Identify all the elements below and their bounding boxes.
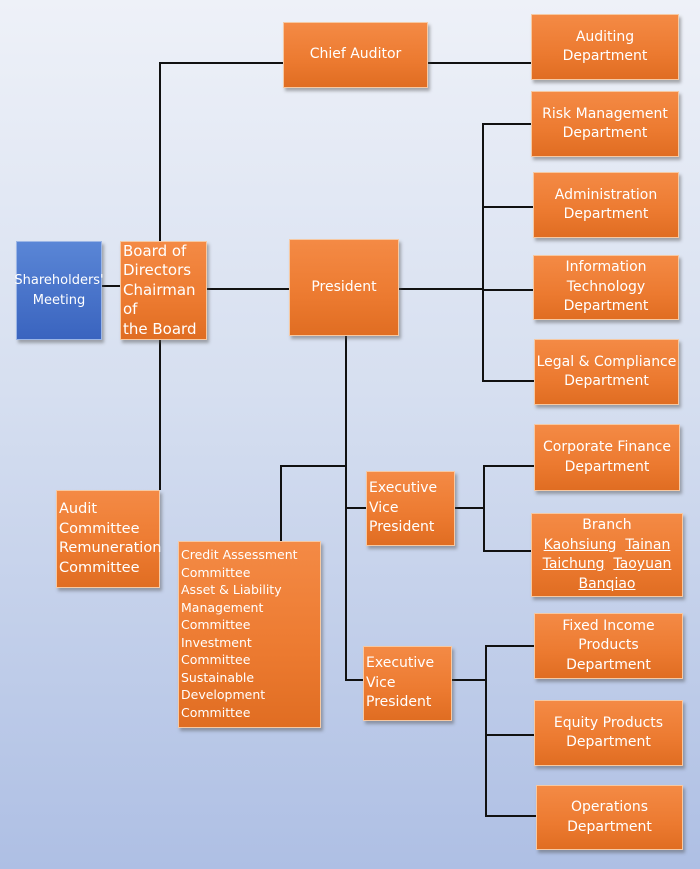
shareholders-meeting-box: Shareholders' Meeting xyxy=(14,241,104,340)
label: Corporate Finance xyxy=(543,439,671,455)
label: Administration xyxy=(554,186,658,203)
connector xyxy=(482,206,533,208)
label: Department xyxy=(566,656,651,673)
connector xyxy=(485,734,534,736)
label: Committee xyxy=(181,704,251,720)
connector xyxy=(483,465,534,467)
label: Department xyxy=(563,206,649,222)
connector xyxy=(345,679,363,681)
label: Branch xyxy=(582,517,632,533)
label: Committee xyxy=(181,652,251,667)
label: Department xyxy=(564,458,650,475)
label: Operations xyxy=(571,799,648,815)
label: Department xyxy=(562,125,648,141)
label: Technology xyxy=(566,278,646,295)
connector xyxy=(280,465,346,467)
label: Risk Management xyxy=(542,105,668,122)
label: Development xyxy=(181,687,266,702)
label: Credit Assessment xyxy=(181,547,298,562)
label: Legal & Compliance xyxy=(536,353,677,370)
label: Executive xyxy=(366,655,435,672)
connector xyxy=(159,62,161,242)
label: Equity Products xyxy=(553,714,664,731)
label: Audit xyxy=(59,501,98,517)
connector xyxy=(455,507,484,509)
connector xyxy=(483,465,485,552)
label: Fixed Income xyxy=(562,617,655,634)
branch-box: Branch Kaohsiung Tainan Taichung Taoyuan… xyxy=(531,513,683,597)
branch-link-banqiao[interactable]: Banqiao xyxy=(578,575,636,592)
label: Sustainable xyxy=(181,669,255,685)
label: Committee xyxy=(181,617,251,632)
label: Products xyxy=(578,637,639,654)
label: Executive xyxy=(369,480,438,497)
label: Department xyxy=(566,734,651,750)
label: Committee xyxy=(59,520,140,537)
connector xyxy=(399,288,483,290)
label: Department xyxy=(563,298,649,315)
connector xyxy=(485,645,534,647)
connector xyxy=(485,815,536,817)
label: Asset & Liability xyxy=(181,582,282,597)
connector xyxy=(482,123,484,382)
connector xyxy=(280,465,282,541)
label: Directors xyxy=(123,261,192,280)
label: President xyxy=(369,519,435,536)
connector xyxy=(452,679,486,681)
connector xyxy=(102,285,120,287)
label: Shareholders' Meeting xyxy=(14,273,104,308)
label: Remuneration xyxy=(59,540,162,556)
label: Auditing xyxy=(575,28,635,45)
connector xyxy=(483,550,531,552)
branch-link-tainan[interactable]: Tainan xyxy=(625,536,671,553)
label: Board of xyxy=(123,241,187,260)
chief-auditor-box: Chief Auditor xyxy=(283,22,428,88)
branch-link-taichung[interactable]: Taichung xyxy=(542,556,605,572)
label: President xyxy=(311,278,377,295)
label: Information xyxy=(565,259,647,276)
label: Investment xyxy=(181,634,252,650)
label: Chairman of xyxy=(123,280,196,319)
connector xyxy=(159,340,161,490)
connector xyxy=(482,123,531,125)
connector xyxy=(485,645,487,817)
label: Committee xyxy=(181,564,251,580)
branch-link-kaohsiung[interactable]: Kaohsiung xyxy=(543,536,617,553)
label: the Board xyxy=(123,319,197,338)
connector xyxy=(428,62,531,64)
connector xyxy=(159,62,283,64)
connector xyxy=(482,380,534,382)
branch-link-taoyuan[interactable]: Taoyuan xyxy=(613,556,672,572)
label: Chief Auditor xyxy=(309,46,402,63)
label: Department xyxy=(562,48,648,64)
label: President xyxy=(366,694,432,711)
president-box: President xyxy=(289,239,399,336)
label: Vice xyxy=(366,674,396,691)
label: Department xyxy=(564,373,649,389)
connector xyxy=(482,289,533,291)
label: Vice xyxy=(369,499,399,516)
connector xyxy=(207,288,289,290)
label: Department xyxy=(567,818,652,835)
connector xyxy=(345,507,366,509)
label: Committee xyxy=(59,559,140,576)
label: Management xyxy=(181,599,264,615)
